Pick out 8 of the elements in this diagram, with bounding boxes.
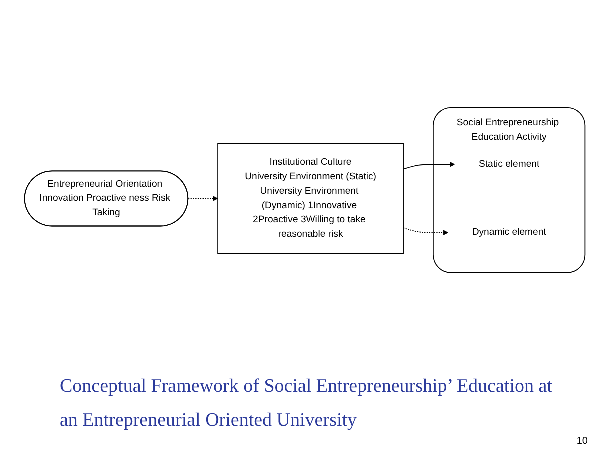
arrow: [188, 196, 218, 201]
node-text: Dynamic element: [472, 227, 546, 238]
node-box: Institutional Culture University Environment (Static) University Environment (Dynamic) 1Innovative 2Proactive 3Willing to take reasonable risk: [218, 142, 404, 254]
node-text: Static element: [478, 158, 540, 170]
caption: Conceptual Framework of Social Entrepreneurship’ Education at an Entrepreneurial Oriented University: [60, 375, 554, 433]
arrow: [403, 227, 449, 236]
arrow: [403, 162, 456, 170]
page-number: 10: [576, 436, 588, 447]
